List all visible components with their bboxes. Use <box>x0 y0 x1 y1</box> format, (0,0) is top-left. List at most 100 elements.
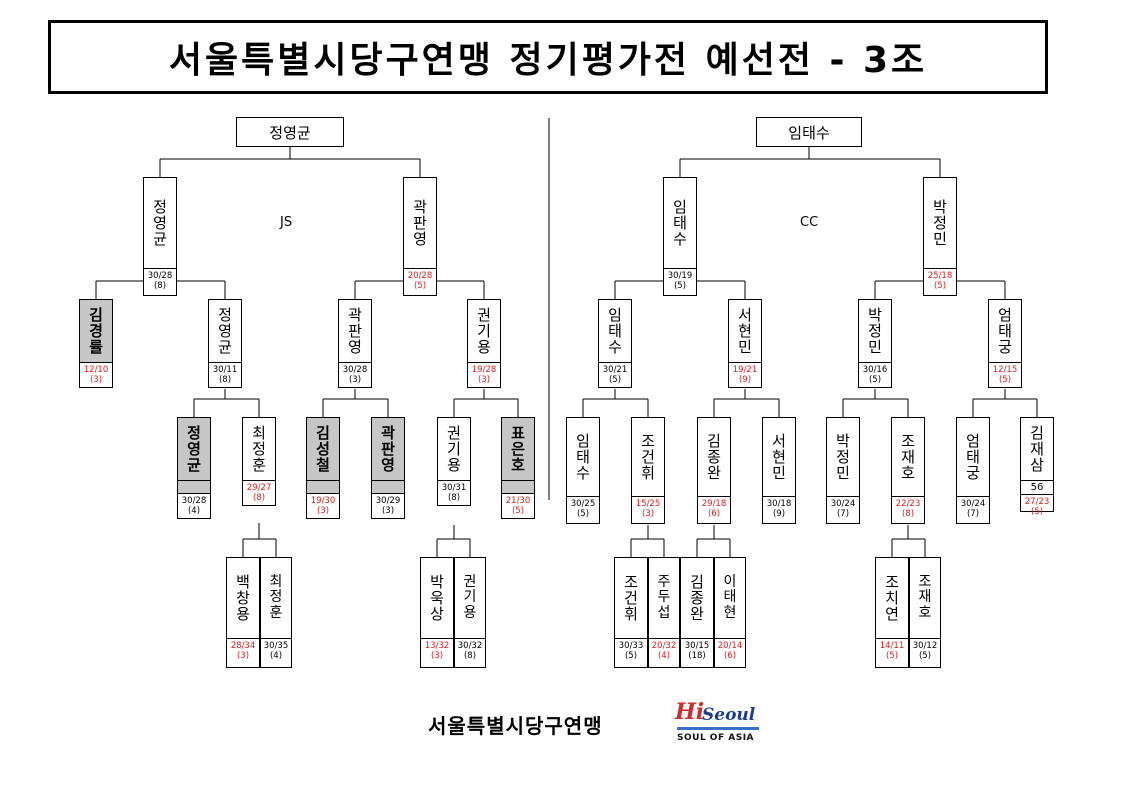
rank-value: (4) <box>657 651 671 661</box>
score-cell: 19/28(3) <box>467 362 501 388</box>
score-cell: 20/28(5) <box>403 268 437 296</box>
score-value: 30/31 <box>441 483 467 493</box>
score-cell: 30/24(7) <box>826 496 860 524</box>
rank-value: (8) <box>252 493 266 503</box>
rank-value: (5) <box>576 509 590 519</box>
rank-value: (5) <box>673 281 687 291</box>
group-label-cc: CC <box>800 215 819 230</box>
score-value: 19/21 <box>732 365 758 375</box>
score-cell: 19/21(9) <box>728 362 762 388</box>
referee-badge <box>306 480 340 494</box>
rank-value: (5) <box>624 651 638 661</box>
rank-value: (8) <box>153 281 167 291</box>
score-cell: 30/18(9) <box>762 496 796 524</box>
referee-badge <box>177 480 211 494</box>
score-value: 20/14 <box>717 641 743 651</box>
score-value: 30/32 <box>457 641 483 651</box>
score-value: 19/30 <box>310 496 336 506</box>
rank-value: (5) <box>998 375 1012 385</box>
rank-value: (6) <box>723 651 737 661</box>
logo-tagline: SOUL OF ASIA <box>677 733 755 743</box>
score-cell: 13/32(3) <box>420 638 454 668</box>
rank-value: (7) <box>966 509 980 519</box>
logo-underline <box>677 727 759 730</box>
referee-badge <box>371 480 405 494</box>
score-value: 27/23 <box>1024 497 1050 507</box>
score-value: 29/18 <box>701 499 727 509</box>
referee-badge <box>501 480 535 494</box>
score-cell: 30/19(5) <box>663 268 697 296</box>
score-cell: 30/29(3) <box>371 493 405 519</box>
score-value: 30/35 <box>263 641 289 651</box>
score-cell: 30/12(5) <box>909 638 941 668</box>
rank-value: (5) <box>413 281 427 291</box>
score-value: 13/32 <box>424 641 450 651</box>
hi-seoul-logo: Hi Seoul SOUL OF ASIA <box>673 697 763 749</box>
rank-value: (5) <box>918 651 932 661</box>
score-value: 12/10 <box>83 365 109 375</box>
rank-value: (3) <box>381 506 395 516</box>
score-value: 15/25 <box>635 499 661 509</box>
rank-value: (3) <box>430 651 444 661</box>
score-value: 30/16 <box>862 365 888 375</box>
score-value: 30/25 <box>570 499 596 509</box>
rank-value: (3) <box>477 375 491 385</box>
score-value: 25/18 <box>927 271 953 281</box>
rank-value: (4) <box>187 506 201 516</box>
rank-value: (3) <box>89 375 103 385</box>
rank-value: (8) <box>901 509 915 519</box>
score-value: 22/23 <box>895 499 921 509</box>
rank-value: (18) <box>688 651 706 661</box>
score-cell: 30/31(8) <box>437 480 471 506</box>
score-value: 30/12 <box>912 641 938 651</box>
score-cell: 20/14(6) <box>714 638 746 668</box>
score-cell: 21/30(5) <box>501 493 535 519</box>
score-cell: 25/18(5) <box>923 268 957 296</box>
rank-value: (8) <box>447 493 461 503</box>
score-value: 30/28 <box>342 365 368 375</box>
title-box: 서울특별시당구연맹 정기평가전 예선전 - 3조 <box>48 20 1048 94</box>
score-value: 14/11 <box>879 641 905 651</box>
extra-value: 56 <box>1021 481 1053 495</box>
score-cell: 19/30(3) <box>306 493 340 519</box>
rank-value: (4) <box>269 651 283 661</box>
rank-value: (8) <box>218 375 232 385</box>
score-cell: 30/25(5) <box>566 496 600 524</box>
rank-value: (3) <box>316 506 330 516</box>
score-cell: 28/34(3) <box>226 638 260 668</box>
score-cell: 30/32(8) <box>454 638 486 668</box>
logo-seoul: Seoul <box>702 705 756 725</box>
score-cell: 30/24(7) <box>956 496 990 524</box>
score-value: 30/21 <box>602 365 628 375</box>
score-value: 30/28 <box>181 496 207 506</box>
score-cell: 15/25(3) <box>631 496 665 524</box>
rank-value: (6) <box>707 509 721 519</box>
score-value: 30/33 <box>618 641 644 651</box>
score-value: 20/32 <box>651 641 677 651</box>
score-value: 30/28 <box>147 271 173 281</box>
score-value: 30/15 <box>684 641 710 651</box>
